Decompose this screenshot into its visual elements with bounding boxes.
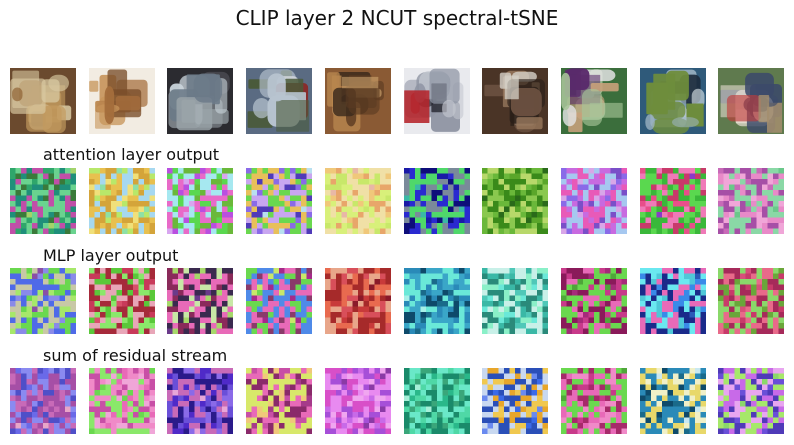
feature-map-10	[718, 268, 784, 334]
feature-map-6	[404, 168, 470, 234]
row-mlp-output	[10, 268, 784, 334]
feature-map-2	[89, 268, 155, 334]
input-image-10	[718, 68, 784, 134]
feature-map-5	[325, 368, 391, 434]
feature-map-1	[10, 268, 76, 334]
input-image-1	[10, 68, 76, 134]
input-image-3	[167, 68, 233, 134]
feature-map-3	[167, 268, 233, 334]
feature-map-7	[482, 268, 548, 334]
row-label-residual: sum of residual stream	[43, 346, 228, 365]
figure-title: CLIP layer 2 NCUT spectral-tSNE	[235, 6, 559, 30]
feature-map-1	[10, 368, 76, 434]
feature-map-8	[561, 268, 627, 334]
feature-map-4	[246, 168, 312, 234]
feature-map-4	[246, 268, 312, 334]
feature-map-8	[561, 368, 627, 434]
feature-map-2	[89, 168, 155, 234]
feature-map-5	[325, 168, 391, 234]
input-image-4	[246, 68, 312, 134]
feature-map-10	[718, 168, 784, 234]
feature-map-7	[482, 368, 548, 434]
input-image-8	[561, 68, 627, 134]
feature-map-3	[167, 368, 233, 434]
row-label-attention: attention layer output	[43, 145, 220, 164]
feature-map-7	[482, 168, 548, 234]
input-image-5	[325, 68, 391, 134]
feature-map-3	[167, 168, 233, 234]
feature-map-8	[561, 168, 627, 234]
feature-map-9	[640, 268, 706, 334]
feature-map-1	[10, 168, 76, 234]
feature-map-6	[404, 268, 470, 334]
feature-map-9	[640, 368, 706, 434]
feature-map-10	[718, 368, 784, 434]
input-image-7	[482, 68, 548, 134]
feature-map-5	[325, 268, 391, 334]
feature-map-4	[246, 368, 312, 434]
row-attention-output	[10, 168, 784, 234]
row-label-mlp: MLP layer output	[43, 246, 179, 265]
input-image-6	[404, 68, 470, 134]
input-image-9	[640, 68, 706, 134]
row-input-images	[10, 68, 784, 134]
feature-map-9	[640, 168, 706, 234]
input-image-2	[89, 68, 155, 134]
row-residual-stream	[10, 368, 784, 434]
feature-map-2	[89, 368, 155, 434]
feature-map-6	[404, 368, 470, 434]
